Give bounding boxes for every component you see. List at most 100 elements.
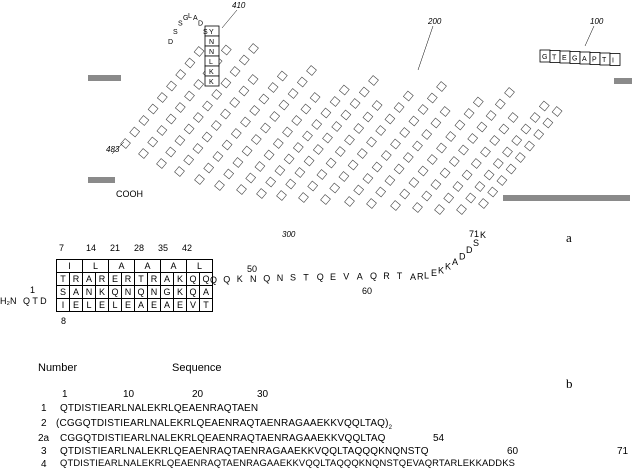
tail-residue: A (452, 257, 458, 267)
tail-residue: R (383, 271, 390, 281)
residue-box (212, 151, 224, 162)
tail-residue: K (237, 274, 243, 284)
ruler-30: 30 (257, 389, 269, 400)
residue-box (265, 176, 277, 188)
residue-box (325, 157, 337, 169)
residue-box (223, 168, 235, 180)
residue-box (476, 121, 488, 133)
residue-box (439, 167, 451, 179)
residue-box (202, 100, 213, 112)
residue-box (347, 159, 359, 171)
residue-box (129, 126, 141, 138)
residue-box (474, 181, 486, 192)
grid-cell: V (186, 298, 200, 312)
boxed-residue-letter: Y (209, 29, 214, 36)
residue-box (480, 146, 491, 158)
residue-box (366, 136, 377, 148)
boxed-residue-letter: T (552, 55, 557, 62)
residue-box (300, 103, 312, 115)
grid-top-number-7: 7 (59, 243, 65, 253)
residue-box (390, 138, 401, 150)
strand (120, 46, 205, 149)
residue-box (472, 96, 484, 108)
residue-box (353, 123, 365, 134)
tail-residue: K (438, 265, 444, 275)
residue-box (452, 181, 464, 192)
grid-top-number-21: 21 (110, 243, 121, 253)
grid-cell: T (199, 298, 213, 312)
boxed-residue-letter: L (209, 59, 213, 66)
residue-box (436, 142, 447, 154)
strand (194, 70, 288, 185)
boxed-residue-letter: N (209, 49, 214, 56)
residue-box (402, 90, 414, 102)
strand (236, 92, 321, 195)
strand (344, 81, 447, 207)
residue-box (356, 148, 368, 159)
panel-label-b: b (566, 376, 573, 391)
row4-number-71: 71 (617, 446, 629, 457)
boxed-residue-letter: K (209, 79, 214, 86)
marker-bar-left-top (88, 75, 121, 81)
residue-box (274, 165, 286, 176)
residue-number-300: 300 (282, 230, 296, 239)
n-terminus: H₂N (0, 296, 17, 306)
strand (156, 43, 259, 169)
residue-box (302, 130, 313, 142)
residue-box (254, 161, 266, 172)
tail-residue: R (417, 272, 424, 282)
residue-box (434, 204, 445, 215)
tail-residue: S (473, 238, 479, 248)
residue-box (283, 153, 295, 165)
residue-box (320, 107, 332, 119)
residue-box (138, 115, 150, 126)
residue-box (147, 103, 159, 115)
strand (256, 84, 350, 199)
ruler-20: 20 (192, 389, 204, 400)
residue-box (165, 113, 177, 125)
residue-box (458, 144, 469, 156)
residue-box (307, 180, 319, 192)
residue-box (487, 186, 499, 198)
strand (276, 75, 379, 201)
residue-box (529, 112, 541, 123)
strand (174, 74, 259, 177)
strand (366, 106, 451, 209)
residue-box (402, 152, 414, 163)
residue-box (229, 66, 241, 77)
residue-box (430, 117, 442, 129)
boxed-residue-letter: A (582, 56, 587, 63)
residue-box (245, 172, 257, 184)
residue-box (229, 97, 241, 108)
row-number: 2a (38, 433, 50, 444)
residue-box (285, 178, 297, 190)
grid-cell: E (69, 298, 83, 312)
grid-top-number-35: 35 (158, 243, 169, 253)
residue-box (496, 175, 508, 186)
residue-box (238, 85, 250, 97)
residue-box (192, 112, 204, 123)
tail-residue: D (459, 251, 466, 261)
residue-box (184, 90, 195, 102)
residue-box (214, 180, 225, 191)
residue-box (426, 154, 438, 165)
residue-box (203, 162, 215, 174)
residue-box (292, 142, 304, 153)
strand (214, 65, 317, 191)
residue-box (238, 54, 250, 66)
residue-box (193, 46, 205, 57)
residue-box (514, 152, 526, 163)
residue-box (250, 134, 262, 145)
residue-box (329, 96, 341, 107)
loop-residue: G (183, 15, 188, 22)
residue-box (269, 111, 281, 122)
tail-residue: A (357, 271, 363, 281)
boxed-residue-letter: T (602, 57, 607, 64)
residue-box (248, 43, 259, 54)
boxed-residue-letter: G (542, 54, 547, 61)
residue-box (502, 146, 513, 158)
